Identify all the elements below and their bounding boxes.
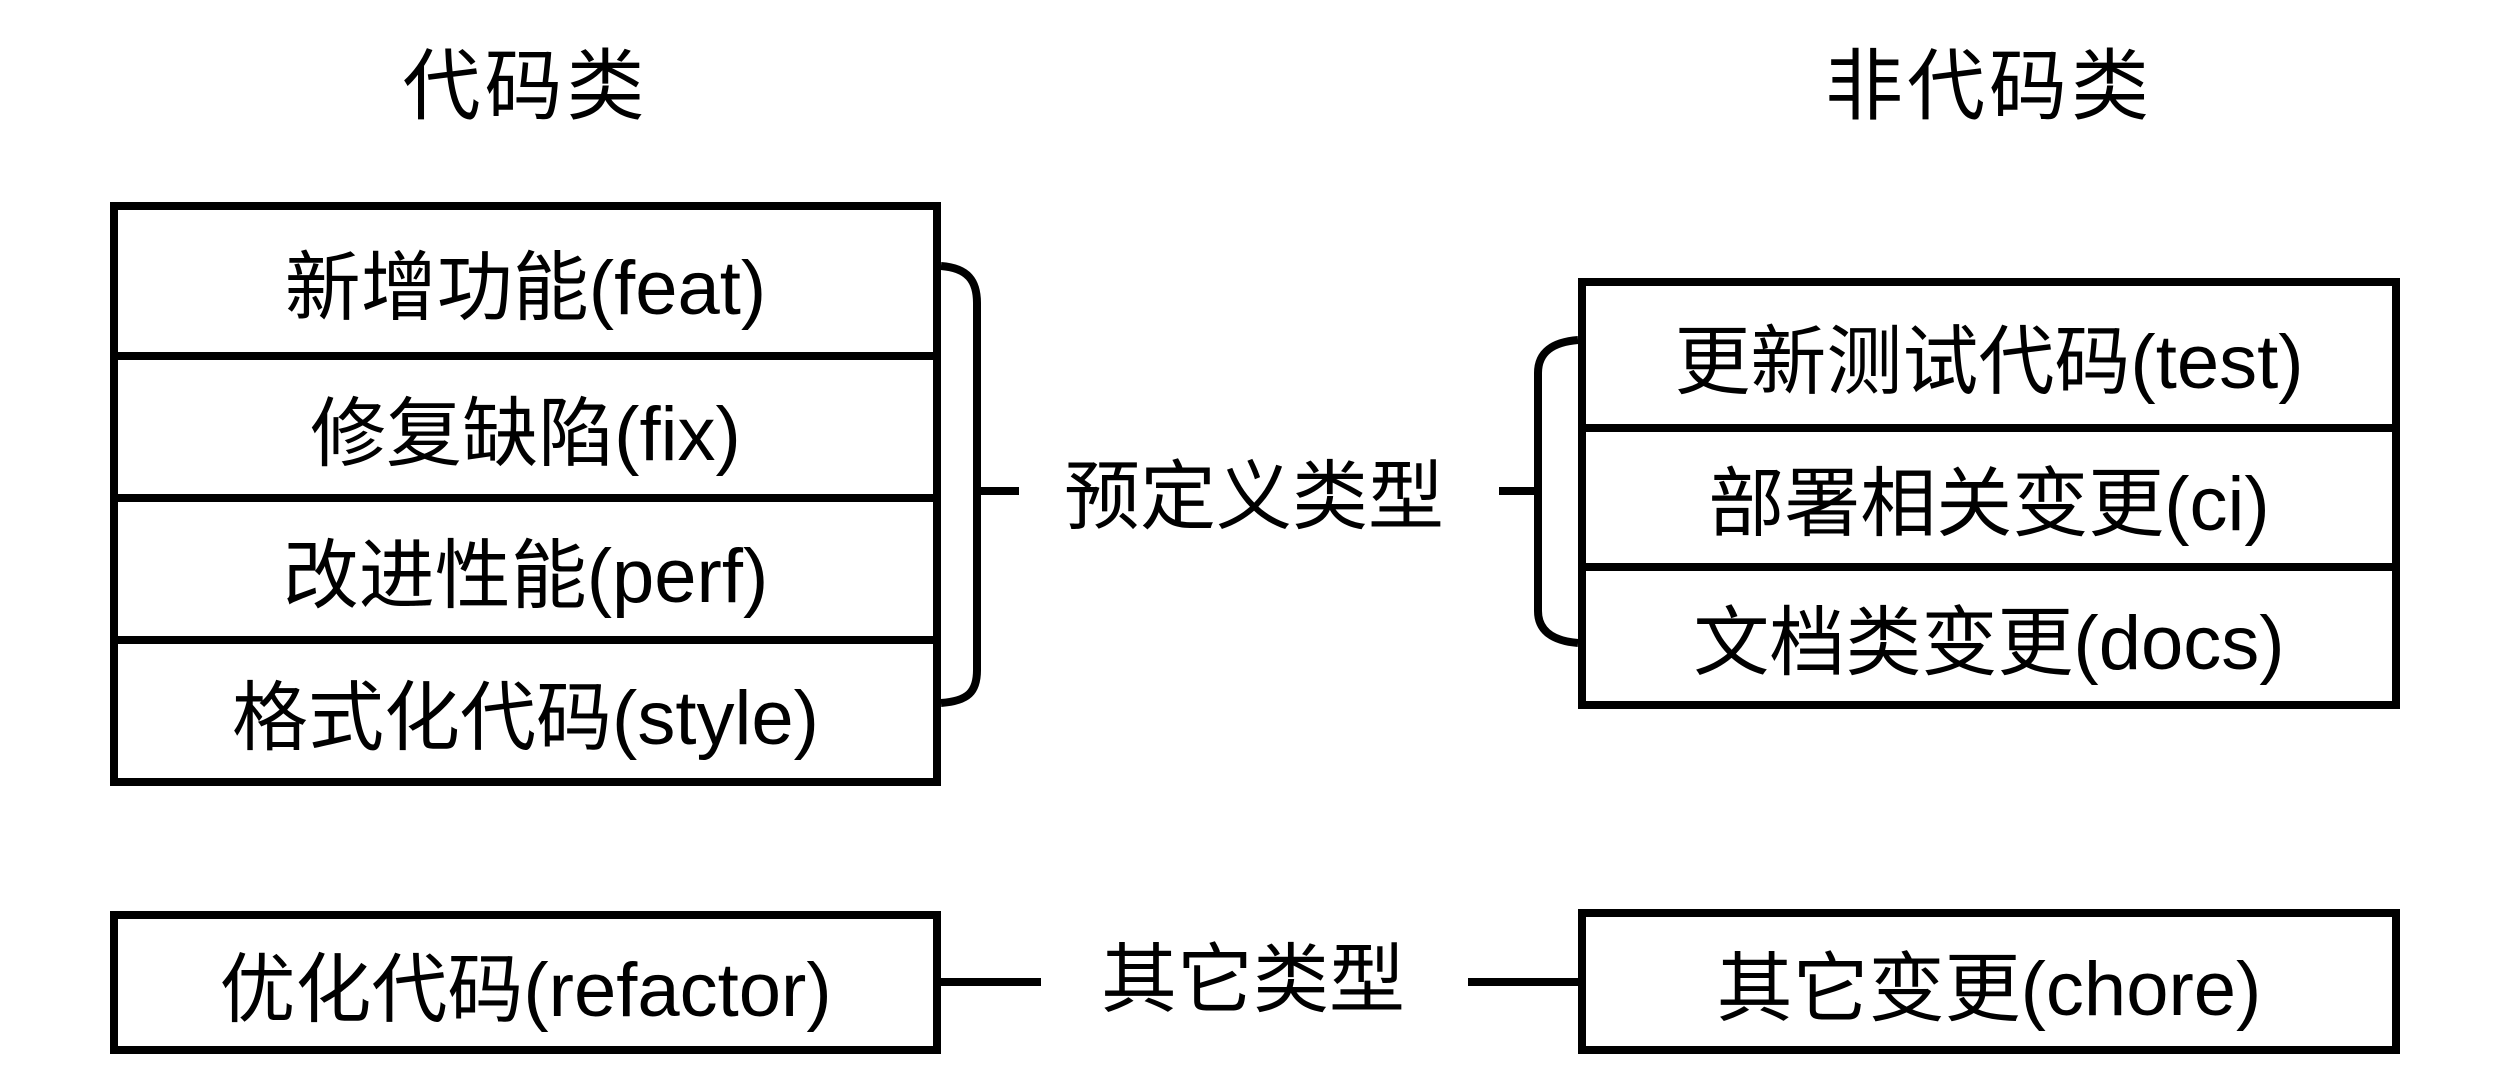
cell-style: 格式化代码(style): [118, 636, 933, 778]
cell-test: 更新测试代码(test): [1674, 320, 2304, 406]
label-predefined-types: 预定义类型: [1064, 455, 1444, 540]
label-other-types: 其它类型: [1101, 938, 1405, 1023]
brace-right: [1534, 336, 1579, 647]
cell-docs: 文档类变更(docs): [1586, 562, 2392, 701]
cell-perf: 改进性能(perf): [118, 494, 933, 636]
noncode-type-stack: 更新测试代码(test) 部署相关变更(ci) 文档类变更(docs): [1578, 278, 2400, 709]
cell-feat: 新增功能(feat): [284, 246, 767, 331]
title-noncode-category: 非代码类: [1824, 42, 2153, 130]
code-type-stack: 新增功能(feat) 修复缺陷(fix) 改进性能(perf) 格式化代码(st…: [110, 202, 941, 786]
cell-refactor: 优化代码(refactor): [110, 911, 941, 1054]
cell-fix: 修复缺陷(fix): [118, 352, 933, 494]
cell-ci: 部署相关变更(ci): [1586, 424, 2392, 562]
cell-chore: 其它变更(chore): [1578, 909, 2400, 1054]
brace-left: [940, 262, 981, 707]
title-code-category: 代码类: [402, 42, 649, 130]
